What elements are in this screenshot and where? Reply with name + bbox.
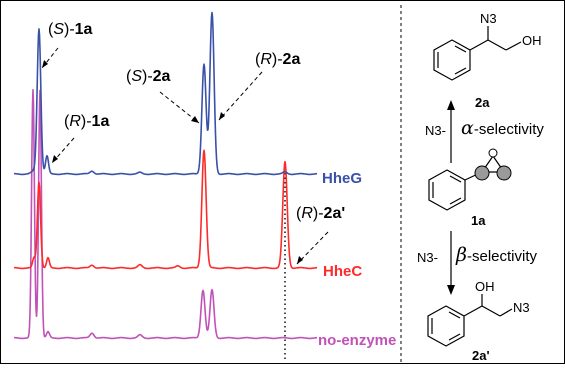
- group-n3-top: N3: [480, 11, 497, 26]
- peak-label-r-2a-prime: (R)-2a': [296, 205, 345, 222]
- arrow-beta-head: [447, 285, 455, 295]
- compound-label-2a: 2a: [475, 95, 490, 110]
- pointer-heads: [42, 60, 303, 264]
- peak-label-r-1a: (R)-1a: [64, 113, 109, 130]
- pointer-r-1a: [51, 137, 75, 164]
- alpha-selectivity-label: α-selectivity: [461, 117, 544, 139]
- reagent-beta: N3-: [417, 250, 438, 265]
- trace-hhec: [13, 149, 318, 270]
- trace-hheg: [13, 11, 318, 176]
- peak-label-s-1a: (S)-1a: [48, 21, 93, 38]
- group-n3-bottom: N3: [513, 300, 530, 315]
- peak-label-r-2a: (R)-2a: [255, 51, 300, 68]
- orbital-right-icon: [496, 165, 512, 181]
- orbital-left-icon: [474, 165, 490, 181]
- peak-label-s-2a: (S)-2a: [126, 68, 171, 85]
- pointer-r-2a: [218, 71, 263, 121]
- structure-1a: [428, 155, 505, 211]
- trace-label-hhec: HheC: [323, 263, 362, 280]
- reagent-alpha: N3-: [425, 123, 446, 138]
- structure-2a-prime: [427, 294, 513, 347]
- arrow-alpha-head: [447, 100, 455, 110]
- pointer-r-2a-prime: [296, 231, 329, 265]
- group-oh-bottom: OH: [475, 279, 495, 294]
- pointer-s-2a: [159, 91, 200, 124]
- compound-label-2a-prime: 2a': [472, 348, 490, 363]
- compound-label-1a: 1a: [471, 213, 486, 228]
- structure-2a: [433, 26, 522, 81]
- beta-selectivity-label: β-selectivity: [455, 244, 537, 266]
- epoxide-oxygen-icon: [488, 148, 498, 158]
- trace-label-hheg: HheG: [322, 170, 362, 187]
- trace-no-enzyme: [13, 88, 318, 340]
- group-oh-top: OH: [522, 33, 542, 48]
- trace-label-no-enzyme: no-enzyme: [318, 332, 396, 349]
